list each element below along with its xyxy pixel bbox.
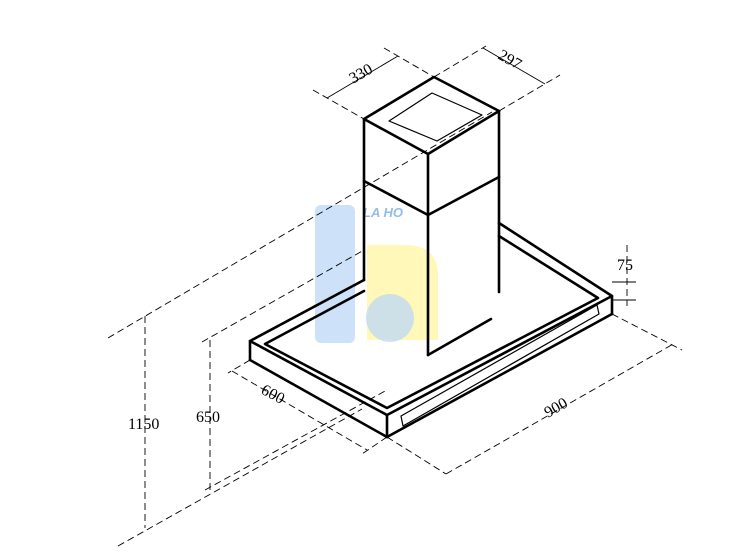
dim-1150-ext-top [107, 111, 493, 339]
dim-297-ext-left [433, 45, 487, 78]
dim-650: 650 [196, 249, 388, 492]
chimney-top [362, 75, 501, 156]
watermark-circle [366, 294, 414, 342]
hood-inner-rim [263, 234, 600, 410]
hood-bottom-right [385, 312, 614, 439]
dim-330-ext-left [312, 89, 365, 120]
control-panel-strip [400, 304, 600, 427]
chimney [362, 75, 501, 357]
dim-650-ext-top [201, 249, 365, 343]
watermark-text: LA HO [363, 205, 403, 220]
dim-600-ext-left [227, 359, 251, 374]
dim-1150-label: 1150 [128, 416, 159, 433]
dim-900-label: 900 [542, 395, 571, 422]
dim-330: 330 [312, 47, 435, 120]
dim-650-ext-bottom [204, 389, 388, 491]
dim-650-label: 650 [196, 409, 220, 426]
dim-600-ext-right [361, 436, 388, 455]
dim-1150: 1150 [107, 111, 493, 547]
hood-bottom-left [248, 358, 389, 439]
dim-600-label: 600 [258, 382, 287, 408]
chimney-top-opening [388, 92, 483, 142]
dim-1150-ext-bottom [117, 408, 363, 547]
dim-600-line [231, 370, 368, 451]
chimney-base-right [426, 317, 493, 357]
watermark-logo: LA HO [315, 205, 438, 343]
chimney-seam-right [426, 175, 501, 217]
chimney-seam-left [362, 179, 430, 217]
dim-75-label: 75 [617, 257, 633, 274]
hood-canopy [248, 221, 614, 439]
watermark-bar [315, 205, 355, 343]
dim-330-line [326, 55, 399, 99]
dim-297-ext-right [498, 74, 561, 112]
dim-75: 75 [612, 245, 636, 306]
dim-297-line [482, 47, 546, 85]
dim-900-ext-right [611, 313, 683, 351]
dim-600: 600 [227, 359, 388, 455]
dim-330-ext-right [383, 47, 435, 78]
dim-900-ext-left [386, 436, 447, 475]
dim-297: 297 [433, 45, 561, 112]
